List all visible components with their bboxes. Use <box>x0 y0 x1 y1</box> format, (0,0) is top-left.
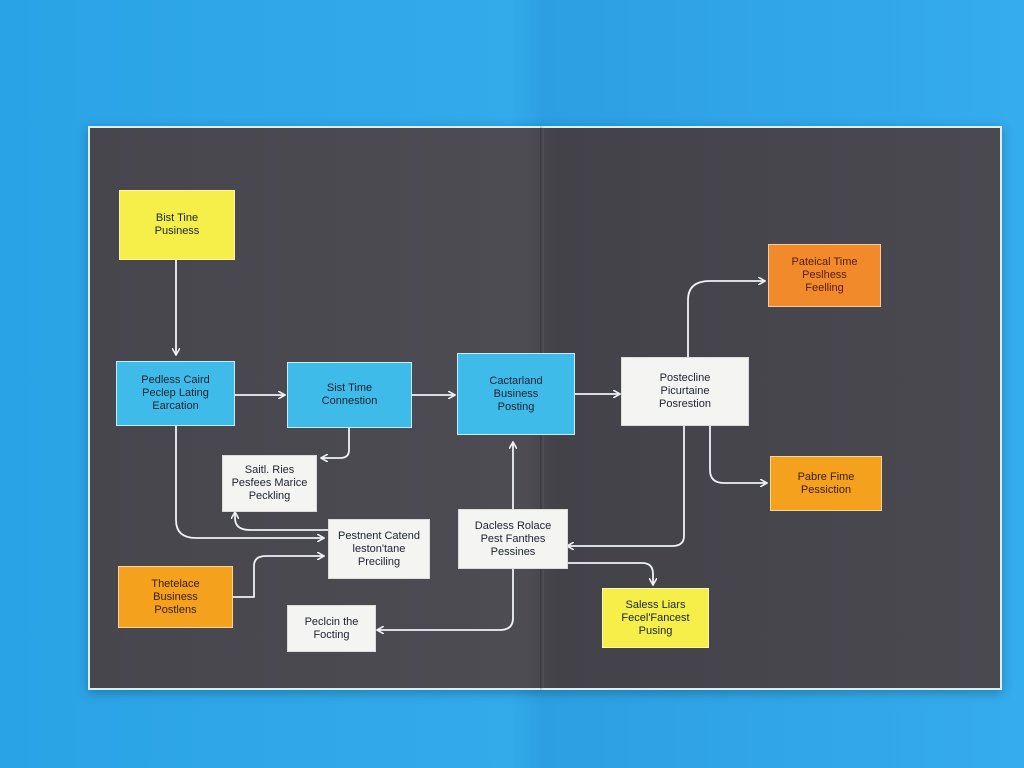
node-n9[interactable]: Dacless Rolace Pest Fanthes Pessines <box>458 509 568 569</box>
node-n2[interactable]: Pedless Caird Peclep Lating Earcation <box>116 361 235 426</box>
node-n13-label: Saless Liars Fecel'Fancest Pusing <box>621 598 690 637</box>
node-n12-label: Peclcin the Focting <box>304 615 359 641</box>
node-n4[interactable]: Cactarland Business Posting <box>457 353 575 435</box>
node-n3[interactable]: Sist Time Connestion <box>287 362 412 428</box>
edge-n11-n8 <box>232 556 323 598</box>
node-n7[interactable]: Saitl. Ries Pesfees Marice Peckling <box>222 455 317 512</box>
node-n8[interactable]: Pestnent Catend leston'tane Preciling <box>328 519 430 579</box>
edge-n2-n8 <box>175 425 323 538</box>
node-n3-label: Sist Time Connestion <box>321 382 378 407</box>
node-n1[interactable]: Bist Tine Pusiness <box>119 190 235 260</box>
node-n12[interactable]: Peclcin the Focting <box>287 605 376 652</box>
node-n13[interactable]: Saless Liars Fecel'Fancest Pusing <box>602 588 709 648</box>
edge-n5-n9 <box>568 425 685 546</box>
edge-n9-n13 <box>567 562 653 584</box>
node-n11[interactable]: Thetelace Business Postlens <box>118 566 233 628</box>
node-n11-label: Thetelace Business Postlens <box>151 577 200 616</box>
node-n7-label: Saitl. Ries Pesfees Marice Peckling <box>231 464 308 502</box>
node-n5[interactable]: Postecline Picurtaine Posrestion <box>621 357 749 426</box>
edge-n9-n12 <box>378 566 514 630</box>
edge-n5-n6 <box>687 281 764 358</box>
node-n1-label: Bist Tine Pusiness <box>154 212 200 237</box>
edge-n3-n7 <box>322 427 350 458</box>
edge-n8-n7 <box>235 513 331 531</box>
node-n6-label: Pateical Time Peslhess Feelling <box>791 256 858 294</box>
node-n4-label: Cactarland Business Posting <box>489 374 543 413</box>
node-n8-label: Pestnent Catend leston'tane Preciling <box>338 529 420 568</box>
node-n6[interactable]: Pateical Time Peslhess Feelling <box>768 244 881 307</box>
node-n10[interactable]: Pabre Fime Pessiction <box>770 456 882 511</box>
edge-n5-n10 <box>709 425 766 483</box>
node-n9-label: Dacless Rolace Pest Fanthes Pessines <box>474 519 552 558</box>
node-n5-label: Postecline Picurtaine Posrestion <box>659 372 711 410</box>
node-n2-label: Pedless Caird Peclep Lating Earcation <box>141 374 210 412</box>
node-n10-label: Pabre Fime Pessiction <box>797 470 855 496</box>
